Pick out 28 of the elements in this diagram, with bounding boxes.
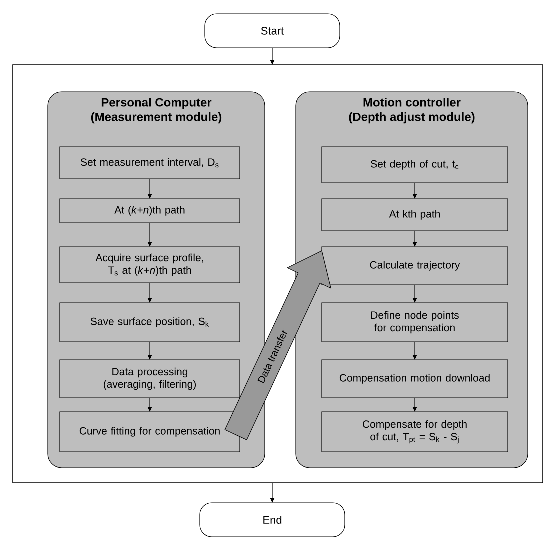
terminal-box: End xyxy=(200,502,346,538)
arrow xyxy=(412,398,418,412)
process-box: Set measurement interval, D$_{s}$ xyxy=(60,146,240,180)
process-box: Acquire surface profile, T$_{s}$ at (k+n)th path xyxy=(60,246,240,284)
arrow xyxy=(148,178,152,199)
process-box: Data processing (averaging, filtering) xyxy=(60,360,240,398)
process-box: Compensation motion download xyxy=(322,360,508,398)
arrow xyxy=(412,342,418,360)
arrow xyxy=(148,222,152,247)
block-arrow xyxy=(224,250,332,440)
arrow xyxy=(412,284,418,303)
process-box: Calculate trajectory xyxy=(322,246,508,286)
process-box: Compensate for depth of cut, T$_{pt}$ = S$_{k}$ - S$_{j}$ xyxy=(322,412,508,452)
terminal-box: Start xyxy=(204,14,340,48)
process-box: Set depth of cut, t$_{c}$ xyxy=(322,146,508,184)
process-box: Save surface position, S$_{k}$ xyxy=(60,302,240,342)
arrow xyxy=(148,398,152,412)
process-box: At (k+n)th path xyxy=(60,198,240,224)
arrow xyxy=(270,482,275,503)
process-box: Define node points for compensation xyxy=(322,302,508,342)
arrow xyxy=(148,282,152,303)
frame-box xyxy=(12,64,544,484)
arrow xyxy=(148,342,152,360)
arrow xyxy=(412,182,418,199)
process-box: At kth path xyxy=(322,198,508,232)
arrow xyxy=(270,48,275,65)
arrow xyxy=(412,230,418,247)
process-box: Curve fitting for compensation xyxy=(60,412,240,452)
